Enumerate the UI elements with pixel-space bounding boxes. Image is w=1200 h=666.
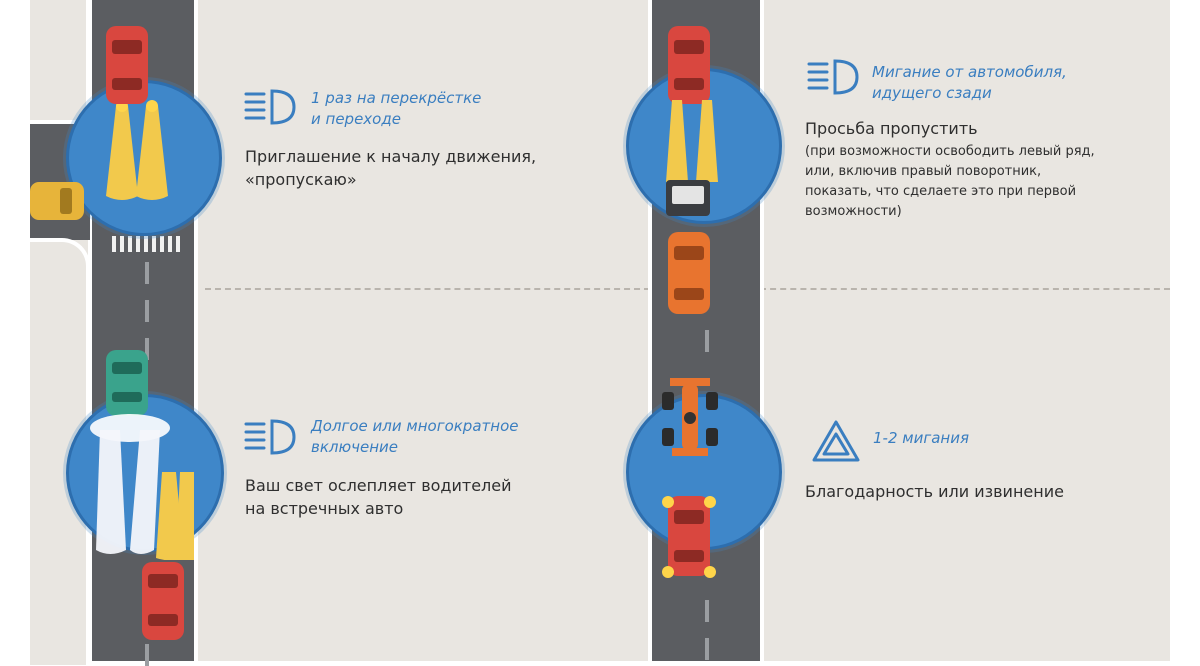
block-4-title: 1-2 мигания [873, 429, 969, 447]
headlight-icon [807, 59, 859, 95]
block-2-note: (при возможности освободить левый ряд, и… [805, 144, 1095, 219]
pedestrian-crossing [112, 236, 182, 252]
red-oncoming-car [142, 562, 184, 640]
yellow-car [30, 182, 84, 220]
divider-right [760, 288, 1170, 290]
lane-dash [145, 300, 149, 322]
block-2-title: Мигание от автомобиля, идущего сзади [872, 63, 1067, 102]
block-1-title: 1 раз на перекрёстке и переходе [311, 89, 482, 128]
left-road-edge-right [194, 0, 198, 661]
side-street-corner-top [30, 0, 90, 124]
headlight-beams-2 [666, 100, 718, 182]
red-car-ahead [668, 26, 710, 104]
red-car [106, 26, 148, 104]
race-car [662, 378, 718, 456]
block-1-description: Приглашение к началу движения, «пропуска… [245, 147, 537, 189]
lane-dash [145, 262, 149, 284]
headlight-icon [244, 419, 296, 455]
infographic-panel [30, 0, 1170, 661]
block-3-title: Долгое или многократное включение [311, 417, 519, 456]
headlight-icon [244, 89, 296, 125]
lane-dash [705, 638, 709, 660]
headlight-beams-1 [106, 100, 168, 200]
block-3-description: Ваш свет ослепляет водителей на встречны… [245, 476, 512, 518]
block-2-description: Просьба пропустить [805, 119, 978, 138]
right-road-edge-left [648, 0, 652, 661]
lane-dash [705, 330, 709, 352]
highlight-circle-1 [66, 80, 222, 236]
lane-dash [705, 600, 709, 622]
orange-car [668, 232, 710, 314]
right-road-edge-right [760, 0, 764, 661]
lane-dash [145, 338, 149, 360]
lane-dash [145, 644, 149, 666]
high-beam-glare [90, 414, 194, 560]
teal-car [106, 350, 148, 416]
divider-middle [205, 288, 650, 290]
block-4-description: Благодарность или извинение [805, 482, 1064, 501]
hazard-triangle-icon [812, 420, 860, 462]
left-road-edge-left [88, 0, 92, 661]
red-car-hazard [662, 496, 716, 578]
truck [666, 180, 710, 216]
